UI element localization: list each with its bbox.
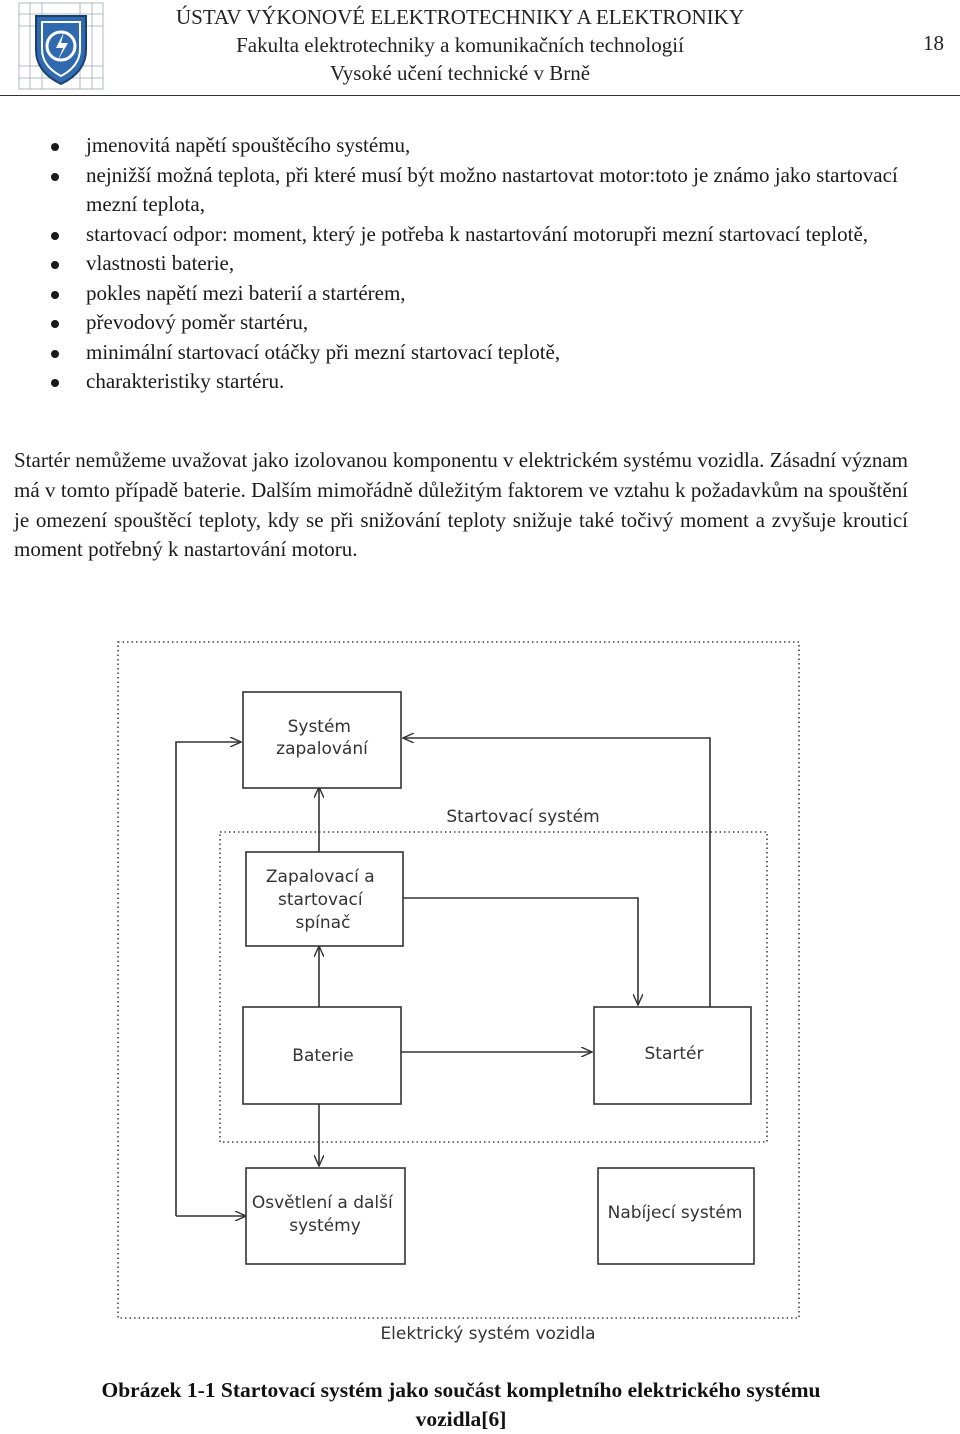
faculty-name: Fakulta elektrotechniky a komunikačních … [236, 33, 684, 57]
lighting-box [245, 1167, 406, 1265]
battery-box [242, 1006, 402, 1105]
institute-name: ÚSTAV VÝKONOVÉ ELEKTROTECHNIKY A ELEKTRO… [175, 5, 744, 29]
list-item: pokles napětí mezi baterií a startérem, [0, 279, 960, 309]
bullet-icon [51, 320, 59, 328]
ignition-system-box [242, 691, 402, 789]
figure-caption: Obrázek 1-1 Startovací systém jako součá… [0, 1376, 922, 1434]
ignition-switch-box [245, 851, 404, 947]
starter-box [593, 1006, 752, 1105]
university-name: Vysoké učení technické v Brně [329, 61, 591, 85]
caption-line-1: Obrázek 1-1 Startovací systém jako součá… [101, 1378, 821, 1402]
bullet-icon [51, 379, 59, 387]
list-item: vlastnosti baterie, [0, 249, 960, 279]
starter-to-ignition-arrow [403, 738, 711, 1007]
university-logo [18, 2, 104, 90]
charging-system-label: Nabíjecí systém [608, 1203, 743, 1223]
list-item: startovací odpor: moment, který je potře… [0, 220, 960, 250]
list-item: převodový poměr startéru, [0, 308, 960, 338]
institution-header: ÚSTAV VÝKONOVÉ ELEKTROTECHNIKY A ELEKTRO… [110, 3, 810, 87]
bullet-icon [51, 231, 59, 240]
list-item: minimální startovací otáčky při mezní st… [0, 338, 960, 368]
ignition-system-label: Systém zapalování [276, 717, 369, 759]
electrical-system-diagram: Startovací systém Elektrický systém vozi… [0, 620, 960, 1360]
header-divider [0, 95, 960, 96]
ignition-switch-label: Zapalovací a startovací spínač [266, 867, 380, 933]
bullet-icon [51, 290, 59, 299]
battery-label: Baterie [292, 1046, 353, 1066]
list-item: jmenovitá napětí spouštěcího systému, [0, 131, 960, 161]
starting-system-label: Startovací systém [446, 807, 599, 827]
vehicle-system-boundary [117, 641, 800, 1319]
list-item: nejnižší možná teplota, při které musí b… [0, 161, 960, 220]
page-number: 18 [923, 31, 944, 55]
bullet-icon [51, 172, 59, 181]
starter-label: Startér [645, 1044, 704, 1064]
lighting-label: Osvětlení a další systémy [252, 1193, 398, 1236]
starting-system-boundary [219, 831, 768, 1143]
list-item: charakteristiky startéru. [0, 367, 960, 397]
body-paragraph: Startér nemůžeme uvažovat jako izolovano… [14, 448, 908, 562]
bullet-icon [51, 143, 59, 151]
vehicle-system-label: Elektrický systém vozidla [380, 1324, 595, 1344]
switch-to-starter-arrow [403, 897, 638, 1005]
bullet-icon [51, 349, 59, 358]
ignition-feed-line [175, 742, 241, 1216]
charging-system-box [597, 1167, 755, 1265]
requirements-list: jmenovitá napětí spouštěcího systému, ne… [0, 131, 960, 397]
bullet-icon [51, 261, 59, 269]
page-header: ÚSTAV VÝKONOVÉ ELEKTROTECHNIKY A ELEKTRO… [0, 0, 960, 97]
caption-line-2: vozidla[6] [415, 1407, 507, 1431]
